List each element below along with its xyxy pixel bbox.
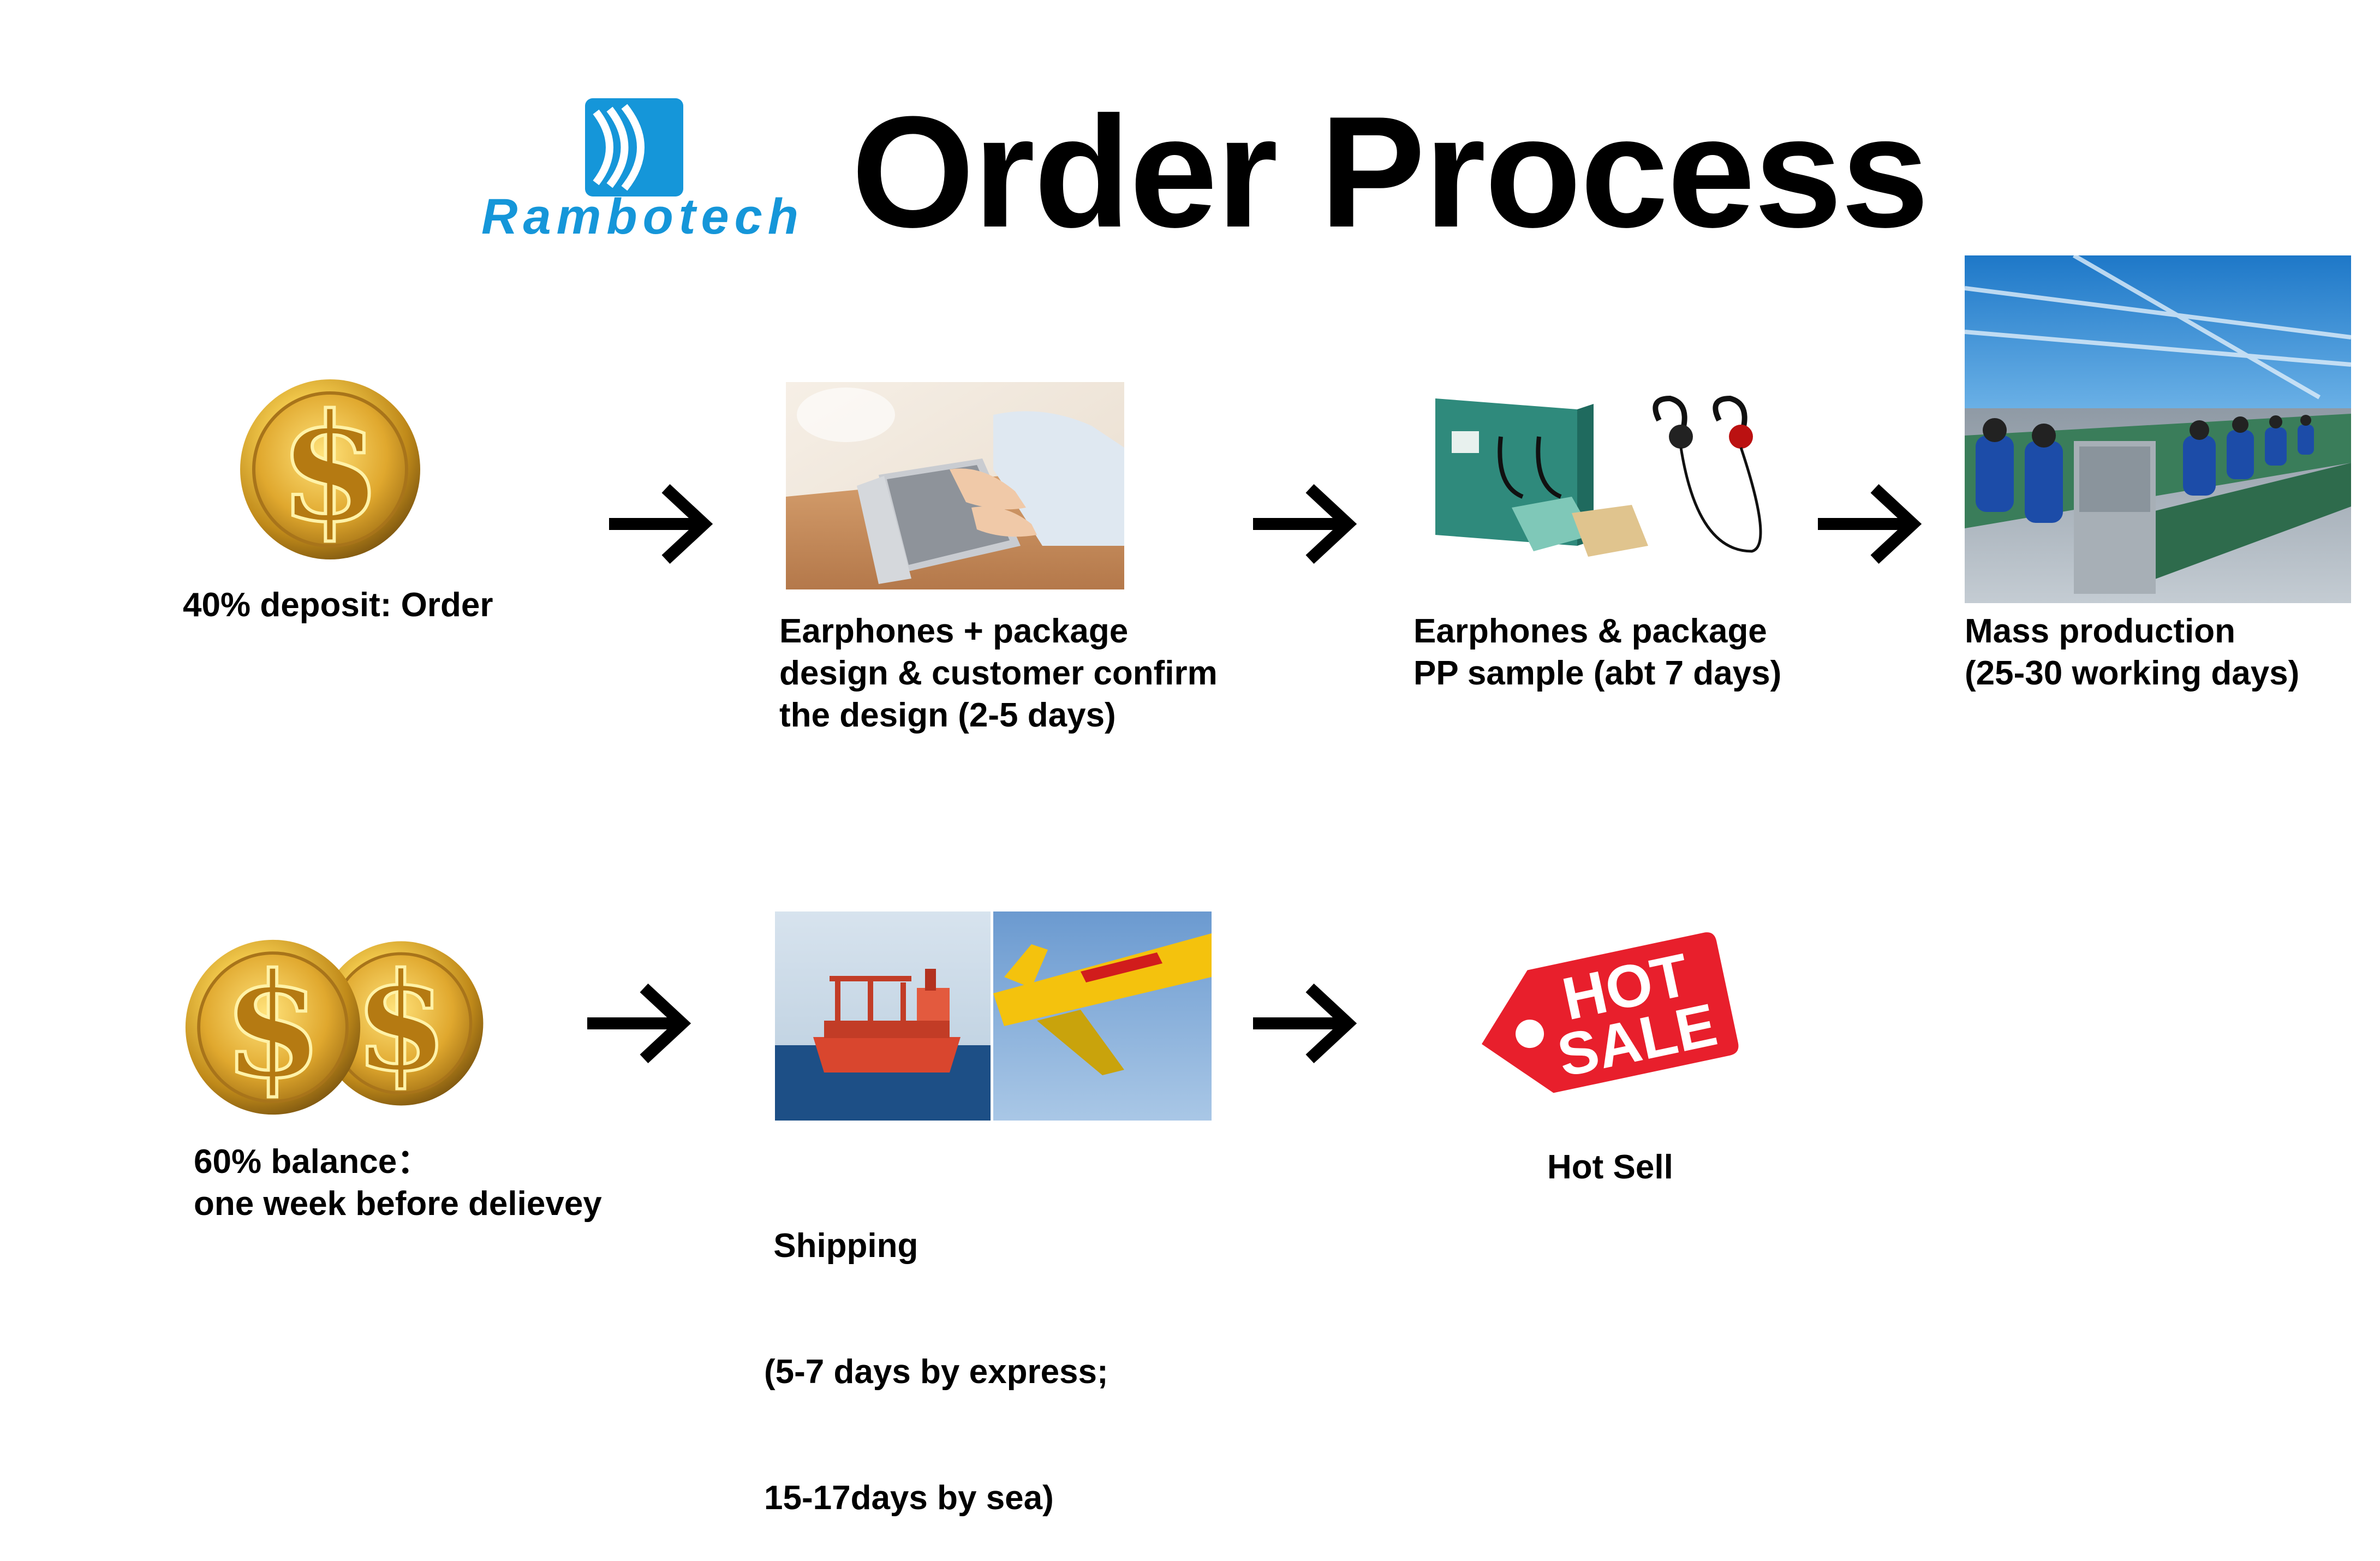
step-design-line2: design & customer confirm [779,654,1218,692]
step-balance-label: 60% balance： one week before delievey [194,1141,602,1225]
step-shipping-line3: 15-17days by sea) [764,1479,1054,1517]
step-hotsell-line1: Hot Sell [1547,1148,1673,1186]
sample-photo [1413,388,1779,579]
step-sample-label: Earphones & package PP sample (abt 7 day… [1413,610,1781,694]
right-arrow-icon [584,982,699,1064]
step-design-line1: Earphones + package [779,612,1129,650]
step-deposit-line1: 40% deposit: Order [183,586,493,624]
page-title: Order Process [851,84,1929,260]
step-shipping-label: Shipping (5-7 days by express; 15-17days… [764,1141,1108,1561]
step-production-line1: Mass production [1965,612,2236,650]
dollar-coin-icon [237,377,423,562]
step-shipping-line2: (5-7 days by express; [764,1353,1108,1391]
signal-logo-icon [585,98,683,196]
step-production-label: Mass production (25-30 working days) [1965,610,2299,694]
step-design-label: Earphones + package design & customer co… [779,610,1218,736]
step-sample-line1: Earphones & package [1413,612,1767,650]
step-design-line3: the design (2-5 days) [779,696,1116,734]
step-production-line2: (25-30 working days) [1965,654,2300,692]
step-balance-line2: one week before delievey [194,1185,602,1223]
dollar-coin-icon [183,934,363,1120]
step-deposit-label: 40% deposit: Order [183,584,493,626]
right-arrow-icon [606,483,720,565]
right-arrow-icon [1250,982,1364,1064]
shipping-photo [775,911,1212,1121]
step-hotsell-label: Hot Sell [1547,1146,1673,1188]
step-balance-line1: 60% balance： [194,1143,431,1181]
step-sample-line2: PP sample (abt 7 days) [1413,654,1782,692]
right-arrow-icon [1815,483,1929,565]
factory-photo [1965,255,2351,603]
design-photo [786,382,1124,589]
brand-logo: Rambotech [469,93,798,246]
step-shipping-line1: Shipping [764,1227,918,1265]
brand-name: Rambotech [481,189,804,245]
right-arrow-icon [1250,483,1364,565]
price-tag-icon: HOT SALE [1468,922,1741,1113]
